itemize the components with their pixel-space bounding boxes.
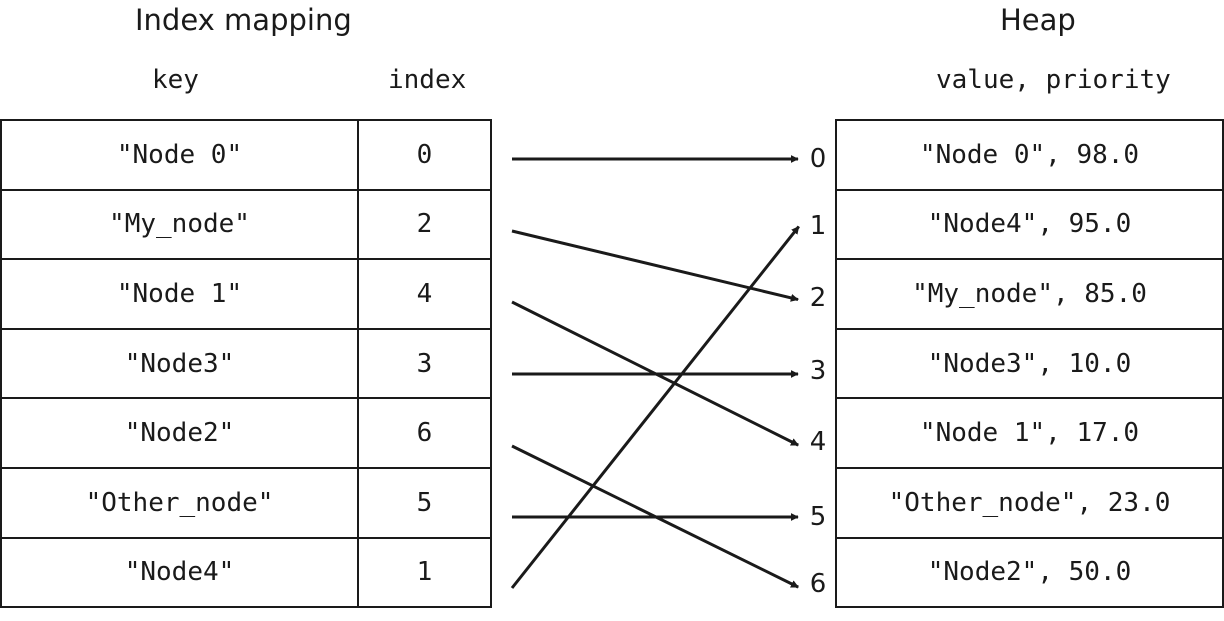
heap-cell: "Node2", 50.0: [835, 536, 1224, 609]
heap-row: "Node4", 95.0: [835, 188, 1224, 261]
key-cell: "Node 1": [0, 258, 359, 330]
heap-cell: "Node 1", 17.0: [835, 397, 1224, 469]
index-mapping-table: "Node 0" 0 "My_node" 2 "Node 1" 4 "Node3…: [0, 119, 492, 609]
mapping-arrow: [510, 225, 800, 589]
mapping-row: "Node 0" 0: [0, 119, 492, 191]
mapping-row: "Node 1" 4: [0, 258, 492, 330]
index-cell: 6: [357, 397, 492, 469]
heap-row: "Node3", 10.0: [835, 327, 1224, 400]
heap-column-header: value, priority: [936, 65, 1171, 95]
heap-row: "Node 0", 98.0: [835, 119, 1224, 191]
mapping-row: "Node4" 1: [0, 536, 492, 609]
index-cell: 4: [357, 258, 492, 330]
key-cell: "My_node": [0, 188, 359, 261]
index-cell: 1: [357, 536, 492, 609]
heap-cell: "My_node", 85.0: [835, 258, 1224, 330]
heap-title: Heap: [1000, 3, 1076, 37]
heap-row: "Node 1", 17.0: [835, 397, 1224, 469]
heap-position-label: 0: [809, 144, 827, 174]
key-cell: "Node4": [0, 536, 359, 609]
key-cell: "Node3": [0, 327, 359, 400]
key-cell: "Node 0": [0, 119, 359, 191]
mapping-arrow: [511, 229, 799, 302]
heap-row: "Other_node", 23.0: [835, 466, 1224, 539]
heap-position-label: 2: [809, 283, 827, 313]
key-cell: "Other_node": [0, 466, 359, 539]
index-cell: 5: [357, 466, 492, 539]
heap-row: "My_node", 85.0: [835, 258, 1224, 330]
mapping-row: "Node3" 3: [0, 327, 492, 400]
mapping-row: "My_node" 2: [0, 188, 492, 261]
index-cell: 0: [357, 119, 492, 191]
heap-position-label: 6: [809, 569, 827, 599]
heap-cell: "Node3", 10.0: [835, 327, 1224, 400]
heap-position-label: 5: [809, 502, 827, 532]
heap-table: "Node 0", 98.0 "Node4", 95.0 "My_node", …: [835, 119, 1224, 609]
heap-cell: "Node4", 95.0: [835, 188, 1224, 261]
heap-position-label: 1: [809, 211, 827, 241]
key-column-header: key: [152, 65, 199, 95]
index-cell: 3: [357, 327, 492, 400]
mapping-row: "Other_node" 5: [0, 466, 492, 539]
index-mapping-title: Index mapping: [135, 3, 352, 37]
heap-row: "Node2", 50.0: [835, 536, 1224, 609]
heap-cell: "Other_node", 23.0: [835, 466, 1224, 539]
heap-position-label: 3: [809, 356, 827, 386]
index-column-header: index: [388, 65, 467, 95]
heap-position-label: 4: [809, 427, 827, 457]
mapping-row: "Node2" 6: [0, 397, 492, 469]
index-cell: 2: [357, 188, 492, 261]
key-cell: "Node2": [0, 397, 359, 469]
heap-cell: "Node 0", 98.0: [835, 119, 1224, 191]
